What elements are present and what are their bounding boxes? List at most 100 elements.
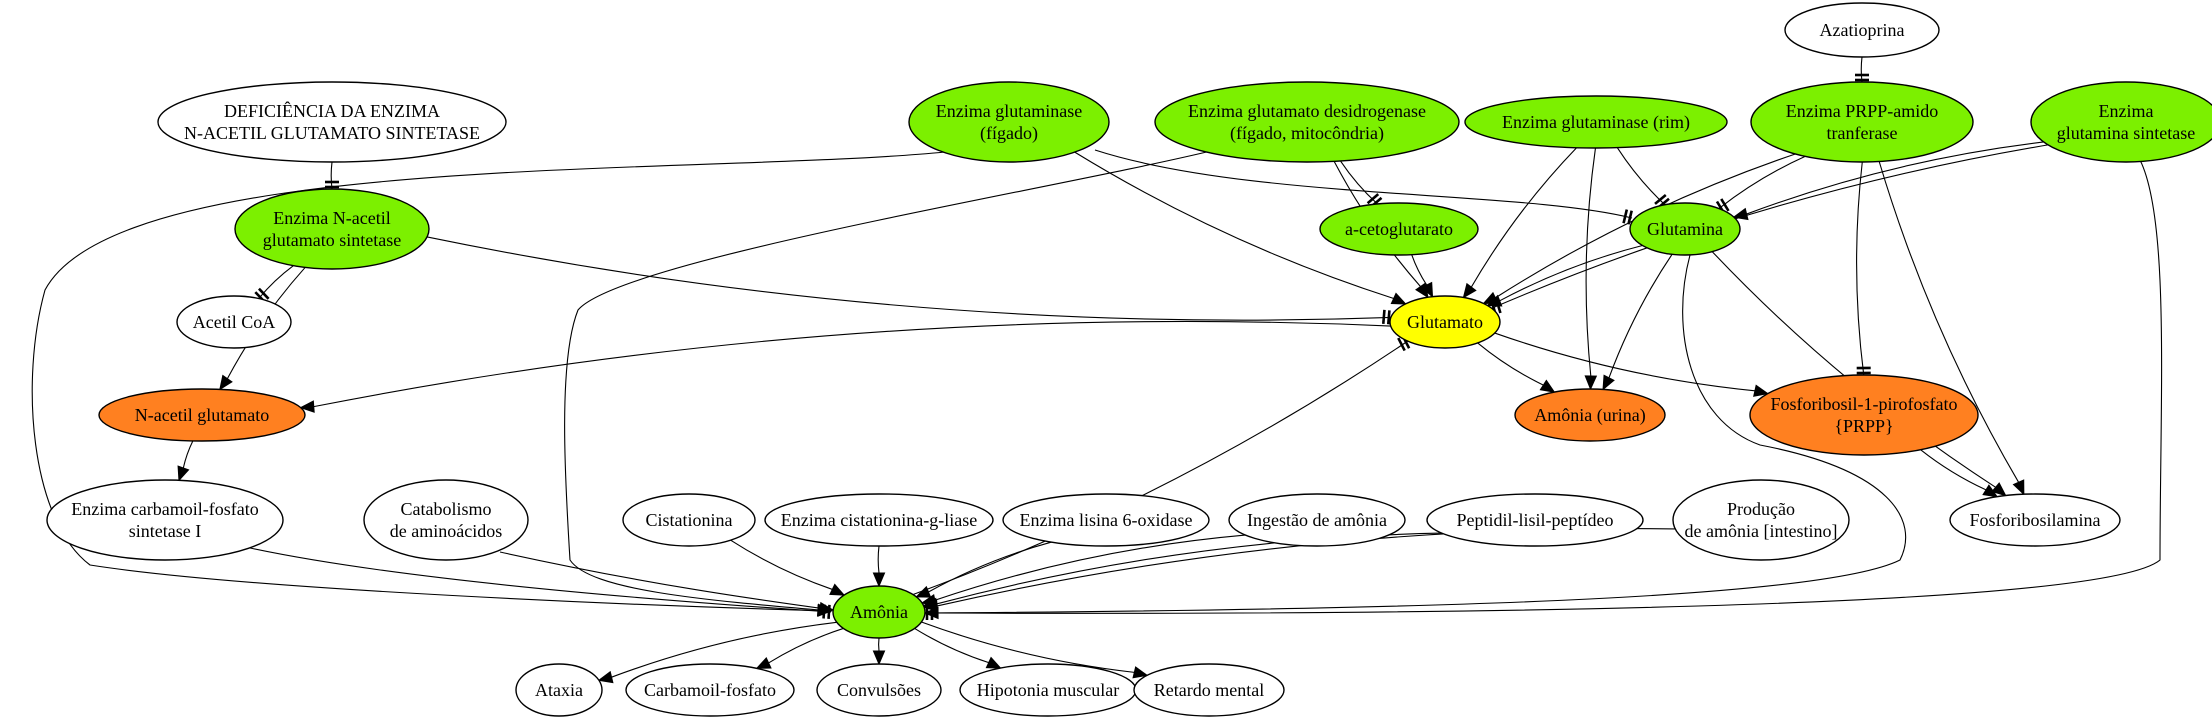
- edge-glutamina_sintetase-to-glutamina: [1732, 141, 2044, 221]
- node-shape: [363, 479, 529, 561]
- edge-glutaminase_figado-to-glutamina: [1094, 149, 1633, 225]
- node-azatioprina: Azatioprina: [1784, 2, 1940, 58]
- node-shape: [832, 585, 926, 639]
- arrowhead: [829, 583, 846, 596]
- node-label: glutamina sintetase: [2057, 123, 2195, 143]
- node-label: Produção: [1727, 499, 1795, 519]
- node-hipotonia: Hipotonia muscular: [959, 663, 1137, 717]
- edge-cistationina_liase-to-amonia: [872, 545, 886, 588]
- edge-line: [249, 547, 832, 613]
- arrowhead: [922, 599, 939, 613]
- edge-glutaminase_rim-to-glutamina: [1616, 147, 1670, 209]
- node-label: {PRPP}: [1834, 416, 1893, 436]
- node-shape: [1133, 663, 1285, 717]
- edge-line: [1718, 155, 1806, 209]
- node-glutaminase-rim: Enzima glutaminase (rim): [1464, 95, 1728, 149]
- edge-line: [936, 532, 1442, 605]
- node-label: Carbamoil-fosfato: [644, 680, 776, 700]
- edge-azatioprina-to-prpp_amido: [1855, 56, 1869, 83]
- node-shape: [1749, 374, 1979, 456]
- node-shape: [1389, 295, 1501, 349]
- node-shape: [1426, 493, 1644, 547]
- edge-line: [1585, 147, 1597, 377]
- edge-amonia-to-convulsoes: [872, 637, 886, 666]
- arrowhead: [985, 656, 1002, 669]
- node-label: Azatioprina: [1820, 20, 1905, 40]
- arrowhead: [1486, 294, 1503, 307]
- node-label: a-cetoglutarato: [1345, 219, 1453, 239]
- edges-layer: [31, 56, 2163, 684]
- arrowhead: [1539, 379, 1556, 393]
- edge-line: [921, 621, 1135, 673]
- edge-line: [1499, 244, 1643, 302]
- edge-line: [1340, 160, 1378, 205]
- inhibit-bar: [258, 287, 270, 300]
- node-lisina-oxidase: Enzima lisina 6-oxidase: [1002, 493, 1210, 547]
- node-convulsoes: Convulsões: [816, 663, 942, 717]
- arrowhead: [1420, 281, 1434, 298]
- node-label: Enzima glutaminase: [936, 101, 1082, 121]
- edge-glutamina_sintetase-to-glutamato: [1490, 144, 2049, 315]
- inhibit-bar: [1627, 210, 1633, 225]
- node-shape: [1154, 81, 1460, 163]
- node-label: de aminoácidos: [390, 521, 502, 541]
- node-acetoglutarato: a-cetoglutarato: [1319, 202, 1479, 256]
- edge-line: [31, 151, 946, 612]
- inhibit-bar: [1397, 337, 1406, 352]
- edge-prpp_amido-to-glutamina: [1715, 155, 1806, 215]
- node-label: Amônia (urina): [1534, 405, 1645, 426]
- edge-line: [1608, 253, 1673, 379]
- node-label: Enzima glutamato desidrogenase: [1188, 101, 1426, 121]
- edge-deficiencia-to-nacetil_sintetase: [325, 161, 339, 190]
- node-shape: [1464, 95, 1728, 149]
- edge-line: [912, 340, 1409, 596]
- node-label: tranferase: [1827, 123, 1898, 143]
- node-glutamato: Glutamato: [1389, 295, 1501, 349]
- edge-glutamato-to-amonia_urina: [1477, 342, 1556, 393]
- node-shape: [234, 188, 430, 270]
- arrowhead: [1584, 375, 1598, 391]
- node-label: Enzima glutaminase (rim): [1502, 112, 1690, 133]
- inhibit-bar: [1386, 310, 1391, 325]
- edge-line: [1094, 149, 1633, 219]
- node-retardo: Retardo mental: [1133, 663, 1285, 717]
- edge-line: [182, 440, 194, 469]
- arrowhead: [1132, 666, 1149, 679]
- node-nacetil-glutamato: N-acetil glutamato: [98, 388, 306, 442]
- node-label: Amônia: [850, 602, 908, 622]
- node-shape: [46, 479, 284, 561]
- edge-nacetil_glutamato-to-carbamoil_sintetase: [177, 440, 194, 482]
- edge-glutaminase_rim-to-glutamato: [1462, 147, 1577, 299]
- arrowhead: [818, 601, 835, 615]
- edge-line: [1494, 332, 1756, 392]
- edge-prpp-to-fosforibosilamina: [1920, 449, 1999, 498]
- edge-glutamato-to-prpp: [1494, 332, 1770, 397]
- node-label: Glutamato: [1407, 312, 1483, 332]
- edge-glutamina-to-amonia_urina: [1602, 253, 1673, 391]
- node-label: (fígado): [980, 123, 1038, 144]
- edge-line: [877, 545, 880, 574]
- edge-line: [1477, 342, 1544, 386]
- node-label: Enzima N-acetil: [273, 208, 390, 228]
- arrowhead: [1991, 482, 2007, 497]
- edge-line: [1411, 254, 1428, 286]
- arrowhead: [872, 572, 886, 588]
- edge-line: [768, 627, 844, 664]
- node-label: Hipotonia muscular: [977, 680, 1119, 700]
- arrowhead: [299, 400, 315, 413]
- node-label: Acetil CoA: [193, 312, 276, 332]
- node-shape: [176, 295, 292, 349]
- arrowhead: [219, 374, 233, 391]
- edge-peptidil-to-amonia: [922, 532, 1442, 611]
- node-shape: [1319, 202, 1479, 256]
- node-shape: [1002, 493, 1210, 547]
- edge-line: [1746, 141, 2044, 215]
- edge-line: [499, 551, 834, 611]
- node-glutaminase-figado: Enzima glutaminase(fígado): [908, 81, 1110, 163]
- edge-amonia-to-retardo: [921, 621, 1149, 679]
